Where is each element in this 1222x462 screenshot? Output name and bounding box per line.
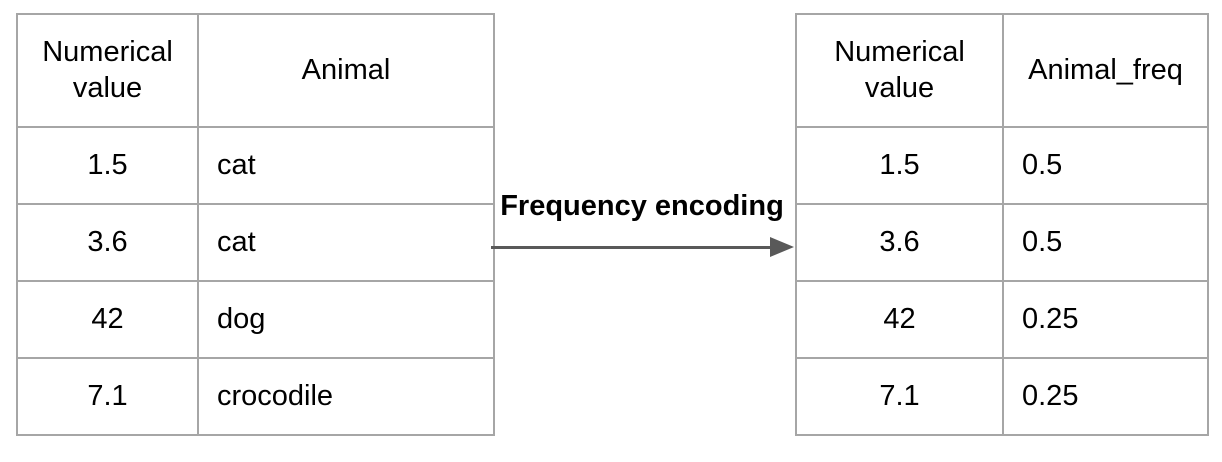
cell-animal-freq: 0.5 <box>1002 126 1209 205</box>
cell-numerical-value: 1.5 <box>16 126 199 205</box>
table-row: 3.6 cat <box>16 203 495 282</box>
table-header-row: Numerical value Animal <box>16 13 495 128</box>
cell-animal: cat <box>197 126 495 205</box>
encoded-data-table: Numerical value Animal_freq 1.5 0.5 3.6 … <box>795 13 1209 436</box>
table-row: 42 0.25 <box>795 280 1209 359</box>
table-row: 1.5 0.5 <box>795 126 1209 205</box>
transform-arrow-head-icon <box>770 237 794 257</box>
cell-animal: dog <box>197 280 495 359</box>
table-row: 7.1 0.25 <box>795 357 1209 436</box>
cell-numerical-value: 1.5 <box>795 126 1004 205</box>
column-header-animal-freq: Animal_freq <box>1002 13 1209 128</box>
column-header-numerical-value: Numerical value <box>795 13 1004 128</box>
cell-numerical-value: 3.6 <box>16 203 199 282</box>
column-header-animal: Animal <box>197 13 495 128</box>
cell-numerical-value: 3.6 <box>795 203 1004 282</box>
cell-animal-freq: 0.25 <box>1002 357 1209 436</box>
cell-numerical-value: 42 <box>16 280 199 359</box>
cell-animal: crocodile <box>197 357 495 436</box>
original-data-table: Numerical value Animal 1.5 cat 3.6 cat 4… <box>16 13 495 436</box>
transform-arrow-line <box>491 246 773 249</box>
table-row: 42 dog <box>16 280 495 359</box>
frequency-encoding-label: Frequency encoding <box>500 190 784 222</box>
cell-numerical-value: 7.1 <box>16 357 199 436</box>
table-row: 3.6 0.5 <box>795 203 1209 282</box>
cell-animal: cat <box>197 203 495 282</box>
cell-numerical-value: 42 <box>795 280 1004 359</box>
cell-animal-freq: 0.5 <box>1002 203 1209 282</box>
table-header-row: Numerical value Animal_freq <box>795 13 1209 128</box>
column-header-numerical-value: Numerical value <box>16 13 199 128</box>
cell-numerical-value: 7.1 <box>795 357 1004 436</box>
cell-animal-freq: 0.25 <box>1002 280 1209 359</box>
table-row: 7.1 crocodile <box>16 357 495 436</box>
table-row: 1.5 cat <box>16 126 495 205</box>
